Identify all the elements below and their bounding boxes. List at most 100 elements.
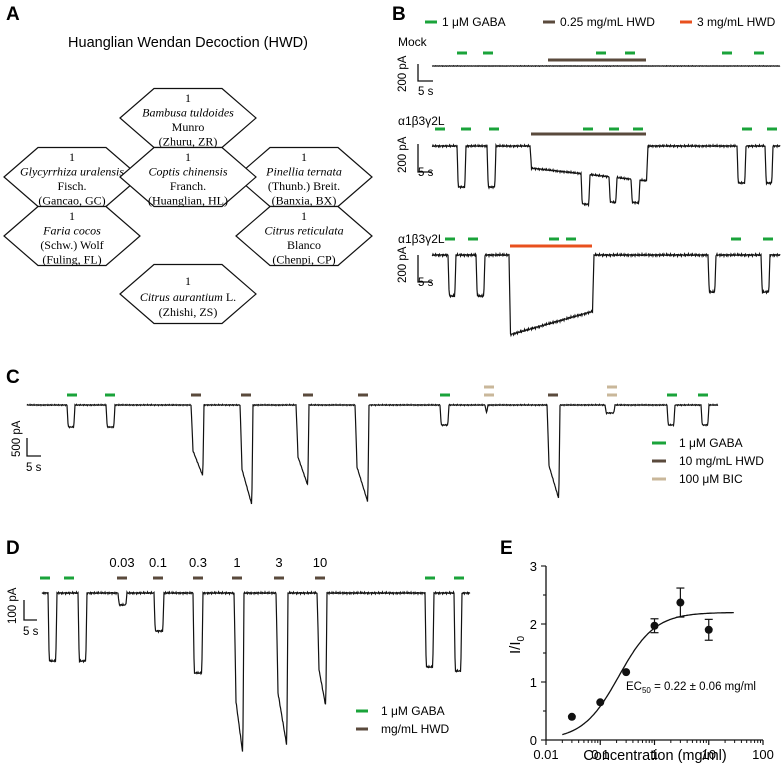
herb-species: Faria cocos bbox=[42, 224, 101, 238]
herb-text: 1 bbox=[69, 150, 75, 164]
scale-x-label-b2: 5 s bbox=[418, 167, 434, 179]
concentration-label: 0.03 bbox=[109, 555, 134, 570]
x-tick-label: 1 bbox=[651, 747, 658, 762]
scale-x-label-c: 5 s bbox=[26, 462, 42, 474]
trace-receptor-1 bbox=[431, 142, 781, 208]
legend-d-hwd-label: mg/mL HWD bbox=[381, 722, 450, 736]
herb-text: (Zhuru, ZR) bbox=[159, 135, 218, 149]
scalebar-d bbox=[23, 600, 37, 621]
scale-x-label-b3: 5 s bbox=[418, 277, 434, 289]
herb-text: (Fuling, FL) bbox=[42, 253, 101, 267]
legend-c-gaba-label: 1 μM GABA bbox=[679, 436, 743, 450]
scalebar-b3 bbox=[417, 255, 432, 283]
hexagon-cell bbox=[235, 205, 373, 267]
trace-mock bbox=[431, 64, 781, 68]
herb-text: (Schw.) Wolf bbox=[40, 238, 103, 252]
panel-letter-c: C bbox=[6, 367, 20, 388]
x-tick-label: 0.1 bbox=[591, 747, 609, 762]
x-tick-label: 100 bbox=[752, 747, 774, 762]
herb-text: (Gancao, GC) bbox=[38, 194, 105, 208]
data-point bbox=[567, 712, 576, 721]
hexagon-cell bbox=[3, 205, 141, 267]
herb-species: Citrus aurantium L. bbox=[140, 290, 236, 304]
scalebar-b2 bbox=[417, 144, 432, 173]
trace-label-receptor-2: α1β3γ2L bbox=[398, 232, 445, 246]
scalebar-mock bbox=[417, 64, 433, 82]
herb-text: 1 bbox=[301, 209, 307, 223]
panel-b-legend: 1 μM GABA 0.25 mg/mL HWD 3 mg/mL HWD bbox=[425, 15, 776, 29]
y-tick-label: 2 bbox=[530, 617, 537, 632]
y-tick-label: 0 bbox=[530, 733, 537, 748]
scale-y-label-c: 500 pA bbox=[11, 420, 23, 457]
y-tick-label: 3 bbox=[530, 559, 537, 574]
panel-a-title: Huanglian Wendan Decoction (HWD) bbox=[68, 35, 308, 51]
herb-species: Citrus reticulata bbox=[264, 224, 343, 238]
herb-species: Glycyrrhiza uralensis bbox=[20, 165, 124, 179]
panel-b-scalebars bbox=[417, 64, 433, 283]
y-axis-label: I/I0 bbox=[507, 635, 527, 654]
panel-letter-a: A bbox=[6, 4, 20, 25]
scale-x-label-d: 5 s bbox=[23, 626, 39, 638]
hexagon-cell bbox=[119, 146, 257, 208]
fit-curve bbox=[562, 611, 734, 736]
data-point bbox=[596, 698, 605, 707]
concentration-label: 0.3 bbox=[189, 555, 207, 570]
herb-text: 1 bbox=[185, 91, 191, 105]
herb-text: Munro bbox=[172, 120, 205, 134]
scale-y-label-d: 100 pA bbox=[7, 587, 19, 624]
trace-label-mock: Mock bbox=[398, 35, 428, 49]
scale-y-label-b3: 200 pA bbox=[397, 246, 409, 283]
herb-text: 1 bbox=[301, 150, 307, 164]
herb-species-name: Citrus aurantium bbox=[140, 290, 223, 304]
trace-c bbox=[26, 402, 719, 505]
x-tick-label: 10 bbox=[702, 747, 716, 762]
legend-c-bic-label: 100 μM BIC bbox=[679, 472, 743, 486]
trace-d bbox=[41, 590, 471, 752]
x-tick-label: 0.01 bbox=[533, 747, 558, 762]
trace-receptor-2 bbox=[431, 251, 781, 338]
trace-label-receptor-1: α1β3γ2L bbox=[398, 114, 445, 128]
panel-letter-b: B bbox=[392, 4, 406, 25]
hexagon-cell bbox=[119, 263, 257, 325]
herb-species: Bambusa tuldoides bbox=[142, 106, 234, 120]
data-point bbox=[676, 598, 685, 607]
legend-c-hwd-label: 10 mg/mL HWD bbox=[679, 454, 764, 468]
scale-x-label-b1: 5 s bbox=[418, 86, 434, 98]
legend-hwd-label: 0.25 mg/mL HWD bbox=[560, 15, 655, 29]
herb-ratio: 1 bbox=[185, 274, 191, 288]
herb-text: 1 bbox=[185, 150, 191, 164]
scale-y-label-b1: 200 pA bbox=[397, 55, 409, 92]
herb-text: (Huanglian, HL) bbox=[148, 194, 228, 208]
herb-text: (Chenpi, CP) bbox=[272, 253, 335, 267]
scalebar-c bbox=[26, 438, 41, 457]
y-tick-label: 1 bbox=[530, 675, 537, 690]
herb-text: (Thunb.) Breit. bbox=[268, 179, 340, 193]
herb-author: L. bbox=[223, 290, 236, 304]
herb-text: (Banxia, BX) bbox=[272, 194, 337, 208]
concentration-label: 3 bbox=[275, 555, 282, 570]
herb-species: Pinellia ternata bbox=[265, 165, 342, 179]
panel-c-legend: 1 μM GABA 10 mg/mL HWD 100 μM BIC bbox=[652, 436, 764, 486]
x-axis-label: Concentration (mg/ml) bbox=[583, 748, 726, 764]
concentration-label: 10 bbox=[313, 555, 327, 570]
data-point bbox=[622, 668, 631, 677]
herb-text: 1 bbox=[69, 209, 75, 223]
herb-text: Fisch. bbox=[57, 179, 86, 193]
data-point bbox=[650, 621, 659, 630]
ec50-annotation: EC50 = 0.22 ± 0.06 mg/ml bbox=[626, 681, 756, 695]
herb-text: Blanco bbox=[287, 238, 321, 252]
herb-common: (Zhishi, ZS) bbox=[159, 305, 218, 319]
concentration-label: 0.1 bbox=[149, 555, 167, 570]
concentration-label: 1 bbox=[233, 555, 240, 570]
panel-letter-d: D bbox=[6, 538, 20, 559]
herb-species: Coptis chinensis bbox=[148, 165, 227, 179]
legend-hwd-high-label: 3 mg/mL HWD bbox=[697, 15, 776, 29]
legend-gaba-label: 1 μM GABA bbox=[442, 15, 506, 29]
scale-y-label-b2: 200 pA bbox=[397, 136, 409, 173]
data-point bbox=[704, 625, 713, 634]
herb-text: Franch. bbox=[170, 179, 206, 193]
panel-letter-e: E bbox=[500, 538, 513, 559]
legend-d-gaba-label: 1 μM GABA bbox=[381, 704, 445, 718]
